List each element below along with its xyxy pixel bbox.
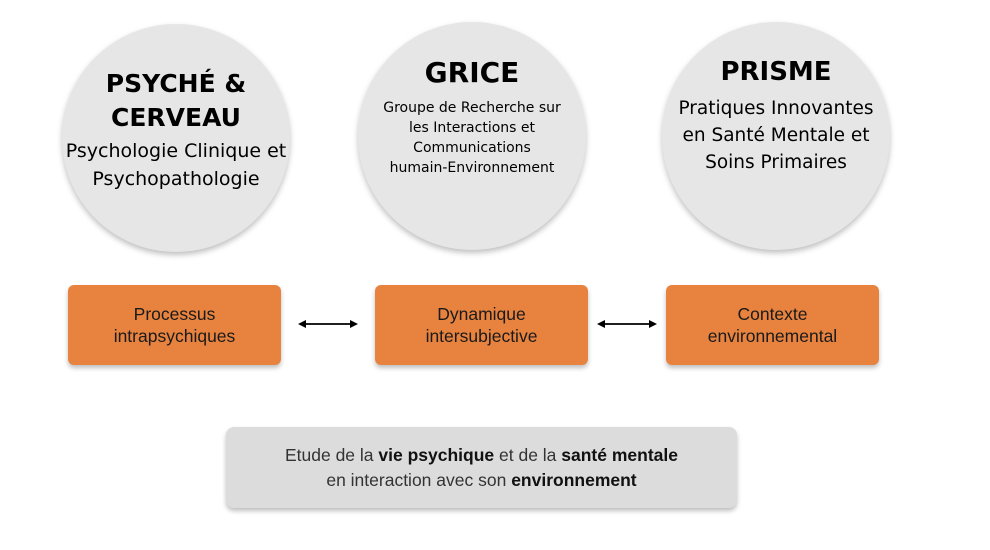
circle-subtitle-line: humain-Environnement bbox=[389, 160, 555, 176]
box-line: intersubjective bbox=[425, 326, 538, 346]
processus-intrapsychiques-box: Processus intrapsychiques bbox=[68, 285, 281, 365]
contexte-environnemental-box: Contexte environnemental bbox=[666, 285, 879, 365]
circle-title-line: PSYCHÉ & bbox=[105, 69, 247, 98]
grice-title: GRICE bbox=[425, 56, 520, 90]
summary-text: en interaction avec son bbox=[326, 469, 512, 490]
summary-text: et de la bbox=[494, 444, 562, 465]
grice-subtitle: Groupe de Recherche sur les Interactions… bbox=[383, 98, 561, 178]
circle-title-line: GRICE bbox=[424, 56, 520, 89]
summary-emphasis: santé mentale bbox=[561, 444, 678, 465]
circle-title-line: PRISME bbox=[720, 56, 832, 87]
summary-text: Etude de la bbox=[284, 444, 379, 465]
circle-subtitle-line: Soins Primaires bbox=[705, 151, 847, 173]
circle-subtitle-line: Groupe de Recherche sur bbox=[383, 100, 561, 116]
psyche-cerveau-subtitle: Psychologie Clinique et Psychopathologie bbox=[66, 137, 286, 193]
grice-circle: GRICE Groupe de Recherche sur les Intera… bbox=[358, 22, 586, 250]
circle-title-line: CERVEAU bbox=[111, 103, 241, 132]
psyche-cerveau-circle: PSYCHÉ & CERVEAU Psychologie Clinique et… bbox=[62, 24, 290, 252]
box-line: Contexte bbox=[737, 304, 808, 324]
dynamique-intersubjective-box: Dynamique intersubjective bbox=[375, 285, 588, 365]
box-line: Processus bbox=[133, 304, 216, 324]
box-line: intrapsychiques bbox=[113, 326, 236, 346]
prisme-subtitle: Pratiques Innovantes en Santé Mentale et… bbox=[678, 95, 873, 176]
prisme-circle: PRISME Pratiques Innovantes en Santé Men… bbox=[662, 22, 890, 250]
box-line: Dynamique bbox=[437, 304, 526, 324]
double-arrow-icon bbox=[597, 320, 657, 328]
circle-subtitle-line: Psychopathologie bbox=[92, 168, 260, 190]
prisme-title: PRISME bbox=[720, 55, 831, 89]
double-arrow-icon bbox=[298, 320, 358, 328]
summary-line-2: en interaction avec son environnement bbox=[326, 468, 636, 493]
summary-emphasis: vie psychique bbox=[378, 444, 495, 465]
circle-subtitle-line: les Interactions et bbox=[408, 120, 536, 136]
box-line: environnemental bbox=[707, 326, 838, 346]
summary-line-1: Etude de la vie psychique et de la santé… bbox=[285, 443, 678, 468]
summary-emphasis: environnement bbox=[511, 469, 637, 490]
circle-subtitle-line: Psychologie Clinique et bbox=[65, 140, 287, 162]
summary-box: Etude de la vie psychique et de la santé… bbox=[226, 427, 737, 508]
circle-subtitle-line: Pratiques Innovantes bbox=[678, 97, 874, 119]
circle-subtitle-line: Communications bbox=[413, 140, 531, 156]
psyche-cerveau-title: PSYCHÉ & CERVEAU bbox=[106, 67, 246, 135]
circle-subtitle-line: en Santé Mentale et bbox=[682, 124, 870, 146]
